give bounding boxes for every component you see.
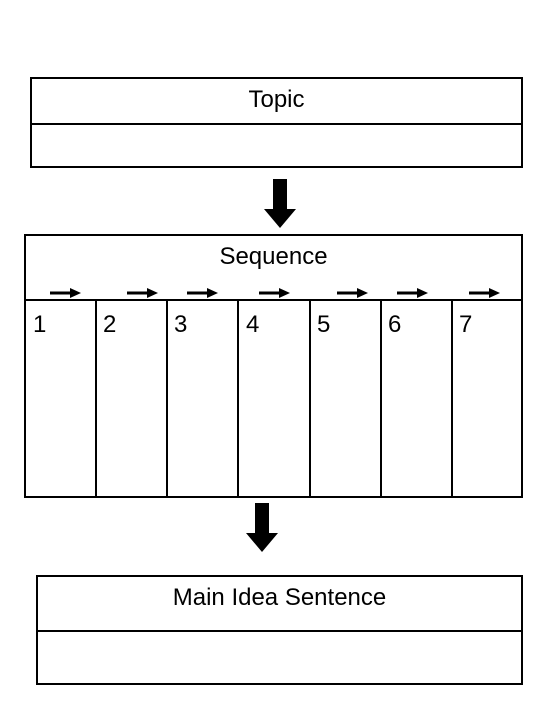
right-arrow-icon — [127, 288, 158, 298]
column-divider — [95, 299, 97, 496]
column-divider — [451, 299, 453, 496]
column-divider — [237, 299, 239, 496]
step-number: 3 — [174, 311, 188, 338]
right-arrow-icon — [50, 288, 81, 298]
topic-title: Topic — [248, 86, 305, 113]
column-divider — [166, 299, 168, 496]
right-arrow-icon — [469, 288, 500, 298]
main-idea-divider — [38, 630, 521, 632]
step-number: 4 — [246, 311, 260, 338]
step-number: 6 — [388, 311, 402, 338]
topic-divider — [32, 123, 521, 125]
right-arrow-icon — [187, 288, 218, 298]
right-arrow-icon — [397, 288, 428, 298]
column-divider — [309, 299, 311, 496]
right-arrow-icon — [259, 288, 290, 298]
column-divider — [380, 299, 382, 496]
step-number: 2 — [103, 311, 117, 338]
topic-box: Topic — [30, 77, 523, 168]
step-number: 5 — [317, 311, 331, 338]
down-arrow-icon — [264, 179, 296, 228]
main-idea-title: Main Idea Sentence — [172, 584, 387, 611]
sequence-divider — [26, 299, 521, 301]
step-number: 7 — [459, 311, 473, 338]
sequence-title: Sequence — [219, 243, 328, 270]
main-idea-box: Main Idea Sentence — [36, 575, 523, 685]
step-number: 1 — [33, 311, 47, 338]
down-arrow-icon — [246, 503, 278, 552]
sequence-box: Sequence 1 2 3 4 5 6 7 — [24, 234, 523, 498]
right-arrow-icon — [337, 288, 368, 298]
